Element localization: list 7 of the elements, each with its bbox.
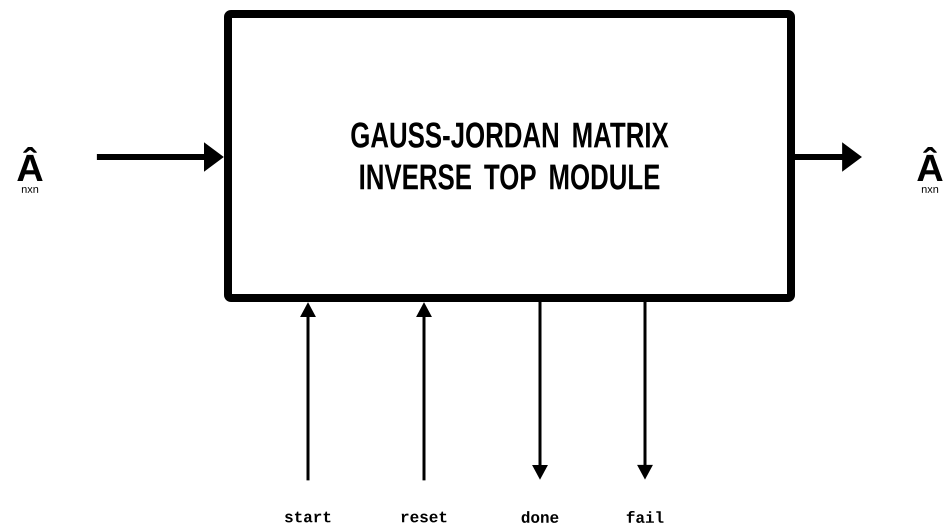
signal-label: done <box>522 511 558 523</box>
module-box: GAUSS-JORDAN MATRIX INVERSE TOP MODULE <box>224 10 795 302</box>
signal-label: start <box>285 512 330 522</box>
matrix-label: Â nxn <box>917 147 943 193</box>
matrix-label: Â nxn <box>17 147 43 193</box>
signal-label: fail <box>626 511 664 523</box>
signal-label: reset <box>402 512 446 522</box>
